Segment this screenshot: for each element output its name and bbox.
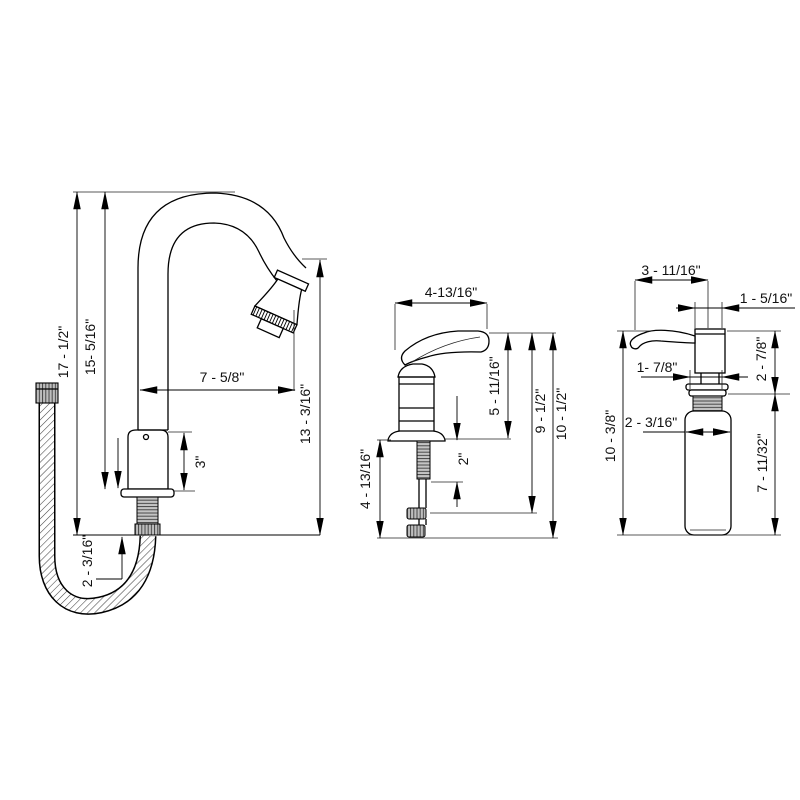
dim-dispenser-head-height: 2 - 7/8" [753,330,779,395]
dim-dispenser-bottle-width-label: 2 - 3/16" [625,414,677,430]
faucet-supply-hose [35,382,157,615]
faucet-dimensions: 17 - 1/2" 15- 5/16" 3" 7 - 5/8" 1 [55,191,327,587]
dim-handle-overall-drop-label: 10 - 1/2" [553,388,569,440]
dim-dispenser-head-height-label: 2 - 7/8" [753,337,769,382]
dim-handle-shank-length-label: 2" [455,453,471,466]
dim-handle-hose-drop: 9 - 1/2" [528,332,548,514]
dim-faucet-overall-height-label: 17 - 1/2" [55,326,71,378]
handle-outline [387,330,490,538]
dim-faucet-body-height: 3" [168,431,208,492]
dim-handle-reach: 4-13/16" [394,284,488,350]
dim-dispenser-head-width: 1 - 5/16" [676,290,795,328]
dim-handle-below-deck: 4 - 13/16" [357,439,384,539]
dim-dispenser-head-width-label: 1 - 5/16" [740,290,792,306]
dim-dispenser-bottle-height: 7 - 11/32" [754,393,779,536]
dim-dispenser-collar-width-label: 1- 7/8" [637,359,678,375]
faucet-outline [137,192,307,432]
dispenser-figure: 3 - 11/16" 1 - 5/16" 1- 7/8" [602,262,795,536]
dim-handle-spout-height-label: 5 - 11/16" [486,356,502,415]
soap-bottle [684,410,732,536]
dim-faucet-flange-height-label: 15- 5/16" [82,319,98,375]
handle-dimensions: 4-13/16" 5 - 11/16" 9 - 1/2" 10 - 1/2" 4 [357,284,569,539]
dim-handle-shank-length: 2" [431,396,471,507]
dim-faucet-spout-clearance-label: 13 - 3/16" [297,384,313,444]
handle-dome [397,363,436,378]
spray-head [250,269,310,339]
handle-figure: 4-13/16" 5 - 11/16" 9 - 1/2" 10 - 1/2" 4 [357,284,569,539]
dim-faucet-flange-height: 15- 5/16" [82,191,109,490]
faucet-base-body [120,429,175,536]
dim-dispenser-collar-width: 1- 7/8" [637,359,748,389]
dim-faucet-body-height-label: 3" [192,456,208,469]
spray-nozzle-tip [256,317,285,339]
mounting-nut [134,523,161,536]
dim-dispenser-overall-height: 10 - 3/8" [602,330,627,536]
dim-handle-below-deck-label: 4 - 13/16" [357,449,373,509]
pump-head [694,328,726,374]
threaded-neck [692,395,723,412]
mounting-flange [120,488,175,498]
base-flange [387,430,446,442]
dim-dispenser-bottle-height-label: 7 - 11/32" [754,433,770,492]
dim-faucet-below-deck-label: 2 - 3/16" [79,535,95,587]
dispenser-outline [629,328,732,536]
dispenser-dimensions: 3 - 11/16" 1 - 5/16" 1- 7/8" [602,262,795,536]
set-screw-hole [142,433,150,441]
dim-handle-hose-drop-label: 9 - 1/2" [532,389,548,434]
threaded-shank [136,496,159,525]
supply-nut-upper [406,507,427,520]
dim-faucet-below-deck: 2 - 3/16" [79,535,126,587]
dispenser-spout [629,329,696,350]
threaded-shank [416,440,431,480]
supply-nut-lower [406,524,426,538]
collar-flange-lower [688,389,727,397]
dim-handle-spout-height: 5 - 11/16" [486,332,512,439]
dim-dispenser-overall-height-label: 10 - 3/8" [602,410,618,462]
dim-handle-overall-drop: 10 - 1/2" [549,332,569,539]
dim-dispenser-spout-reach-label: 3 - 11/16" [641,262,700,278]
dim-dispenser-bottle-width: 2 - 3/16" [625,414,731,436]
dim-faucet-spout-reach: 7 - 5/8" [139,310,296,394]
dim-faucet-spout-clearance: 13 - 3/16" [297,258,327,536]
faucet-figure: 17 - 1/2" 15- 5/16" 3" 7 - 5/8" 1 [35,191,327,615]
dim-faucet-spout-reach-label: 7 - 5/8" [200,369,245,385]
dim-handle-reach-label: 4-13/16" [425,284,477,300]
hose-end-fitting [35,382,59,404]
dim-dispenser-spout-reach: 3 - 11/16" [634,262,709,330]
dim-faucet-overall-height: 17 - 1/2" [55,191,81,536]
